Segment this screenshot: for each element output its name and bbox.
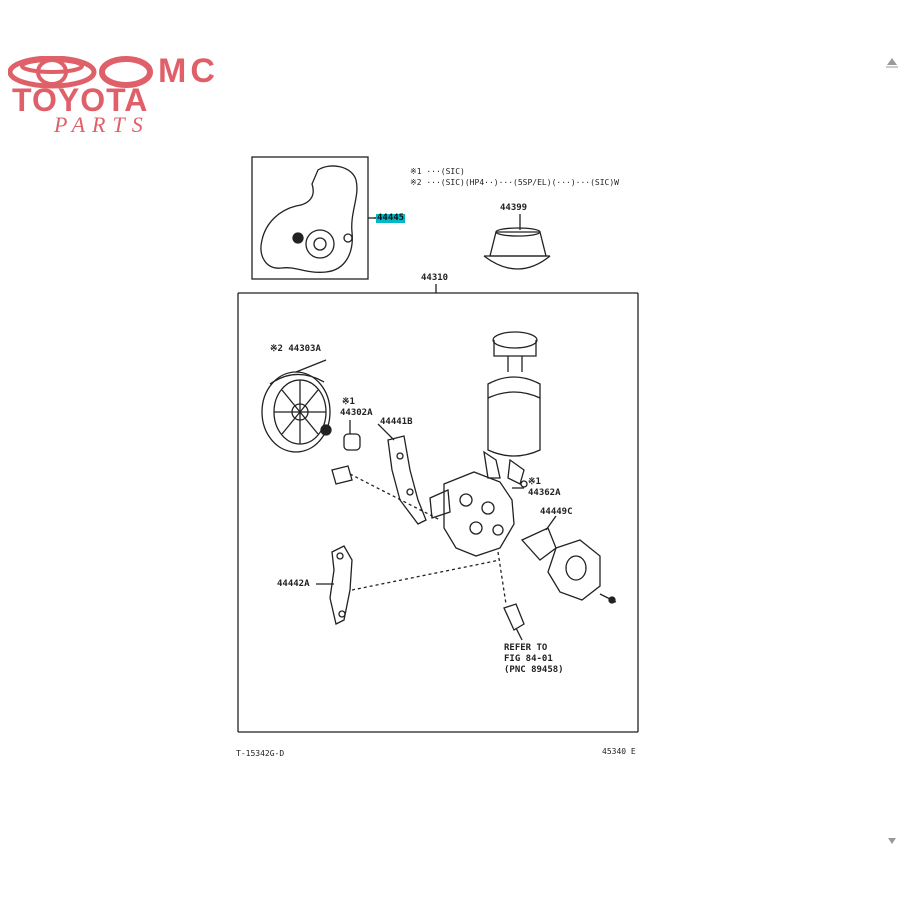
footer-left-code: T-15342G-D — [236, 749, 285, 758]
part-label-44362a[interactable]: 44362A — [528, 488, 561, 498]
omc-toyota-parts-logo: MC TOYOTA PARTS — [8, 52, 263, 137]
part-label-44442a[interactable]: 44442A — [277, 579, 310, 589]
part-label-44302a[interactable]: 44302A — [340, 408, 373, 418]
note-line-2: ※2 ···(SIC)(HP4··)···(5SP/EL)(···)···(SI… — [410, 178, 619, 187]
part-label-44441b[interactable]: 44441B — [380, 417, 413, 427]
part-label-44399[interactable]: 44399 — [500, 203, 528, 213]
scroll-down-icon[interactable] — [884, 834, 900, 850]
refer-line-2[interactable]: FIG 84-01 — [504, 654, 553, 664]
part-label-44445[interactable]: 44445 — [376, 213, 406, 223]
inset-frame — [251, 156, 369, 280]
scroll-up-icon[interactable] — [884, 54, 900, 70]
logo-mc-text: MC — [158, 52, 219, 90]
logo-brand-text: TOYOTA — [12, 82, 149, 118]
part-label-44303a[interactable]: ※2 44303A — [270, 344, 321, 354]
part-label-44449c[interactable]: 44449C — [540, 507, 573, 517]
part-label-44310[interactable]: 44310 — [421, 273, 449, 283]
refer-line-3: (PNC 89458) — [504, 665, 564, 675]
footer-right-code: 45340 E — [602, 747, 636, 756]
part-ref-44302a: ※1 — [342, 397, 355, 407]
refer-line-1: REFER TO — [504, 643, 548, 653]
note-line-1: ※1 ···(SIC) — [410, 167, 465, 176]
logo-parts-text: PARTS — [54, 112, 150, 137]
toyota-emblem-icon — [8, 56, 153, 89]
part-ref-44362a: ※1 — [528, 477, 541, 487]
